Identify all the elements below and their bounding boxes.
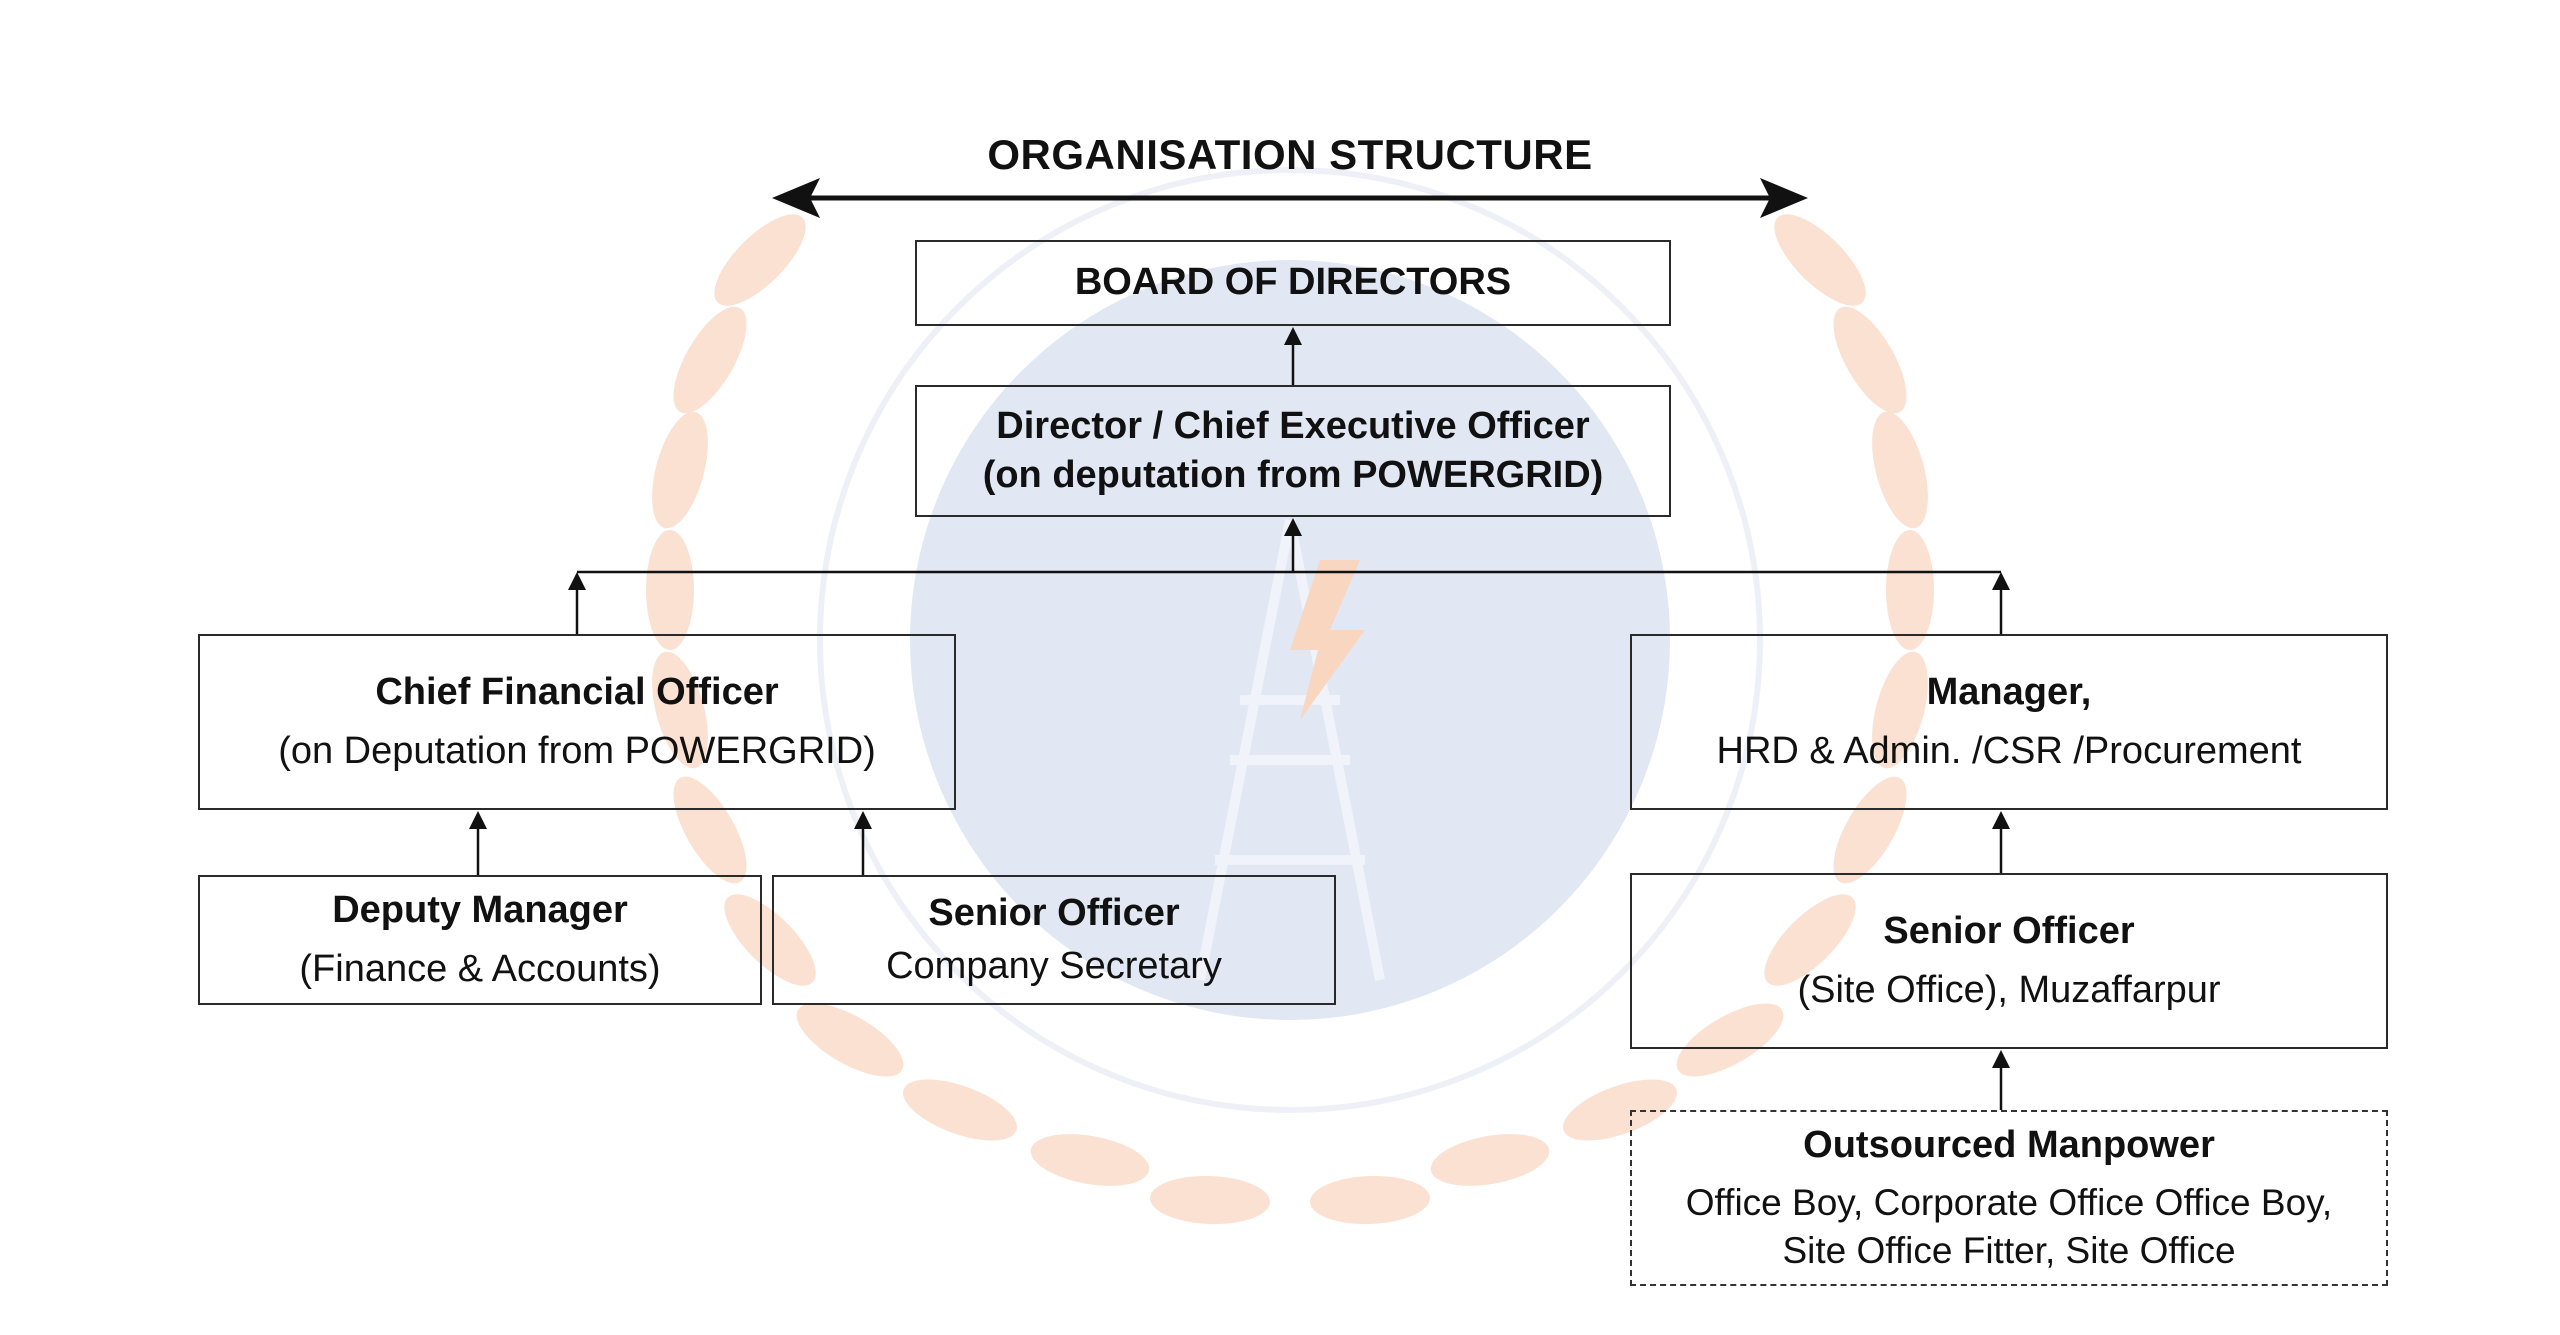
cfo-title: Chief Financial Officer xyxy=(375,670,779,713)
deputy-manager-box: Deputy Manager (Finance & Accounts) xyxy=(198,875,762,1005)
director-line-2: (on deputation from POWERGRID) xyxy=(982,454,1604,496)
cfo-box: Chief Financial Officer (on Deputation f… xyxy=(198,634,956,810)
outsourced-line-1: Office Boy, Corporate Office Office Boy, xyxy=(1685,1181,2333,1223)
title-arrow-left-head xyxy=(772,178,820,218)
deputy-manager-title: Deputy Manager xyxy=(332,888,628,931)
senior-officer-cs-subtitle: Company Secretary xyxy=(886,945,1222,987)
manager-subtitle: HRD & Admin. /CSR /Procurement xyxy=(1716,730,2302,772)
arrow-manager-to-bar-head xyxy=(1992,572,2010,590)
arrow-cfo-to-bar-head xyxy=(568,572,586,590)
senior-officer-site-title: Senior Officer xyxy=(1883,909,2135,952)
arrow-deputy-to-cfo-head xyxy=(469,811,487,829)
director-ceo-box: Director / Chief Executive Officer (on d… xyxy=(915,385,1671,517)
outsourced-line-2: Site Office Fitter, Site Office xyxy=(1782,1229,2236,1271)
manager-box: Manager, HRD & Admin. /CSR /Procurement xyxy=(1630,634,2388,810)
watermark-disc xyxy=(910,260,1670,1020)
watermark-laurel xyxy=(646,214,1934,1225)
board-of-directors-box: BOARD OF DIRECTORS xyxy=(915,240,1671,326)
outsourced-title: Outsourced Manpower xyxy=(1803,1124,2215,1167)
deputy-manager-subtitle: (Finance & Accounts) xyxy=(299,948,661,990)
outsourced-manpower-box: Outsourced Manpower Office Boy, Corporat… xyxy=(1630,1110,2388,1286)
board-title: BOARD OF DIRECTORS xyxy=(1074,261,1512,304)
watermark-tower xyxy=(1195,519,1385,981)
senior-officer-site-box: Senior Officer (Site Office), Muzaffarpu… xyxy=(1630,873,2388,1049)
title-arrow-right-head xyxy=(1760,178,1808,218)
arrow-director-to-board-head xyxy=(1284,327,1302,345)
arrow-site-to-manager-head xyxy=(1992,811,2010,829)
manager-title: Manager, xyxy=(1926,670,2092,713)
chart-title: ORGANISATION STRUCTURE xyxy=(987,131,1593,178)
director-line-1: Director / Chief Executive Officer xyxy=(996,404,1590,447)
cfo-subtitle: (on Deputation from POWERGRID) xyxy=(278,730,876,772)
watermark-bolt xyxy=(1290,560,1365,720)
senior-officer-site-subtitle: (Site Office), Muzaffarpur xyxy=(1797,969,2221,1011)
arrow-outsourced-to-site-head xyxy=(1992,1050,2010,1068)
arrow-cs-to-cfo-head xyxy=(854,811,872,829)
senior-officer-cs-title: Senior Officer xyxy=(928,891,1180,934)
arrow-branch-to-director-head xyxy=(1284,518,1302,536)
senior-officer-cs-box: Senior Officer Company Secretary xyxy=(772,875,1336,1005)
